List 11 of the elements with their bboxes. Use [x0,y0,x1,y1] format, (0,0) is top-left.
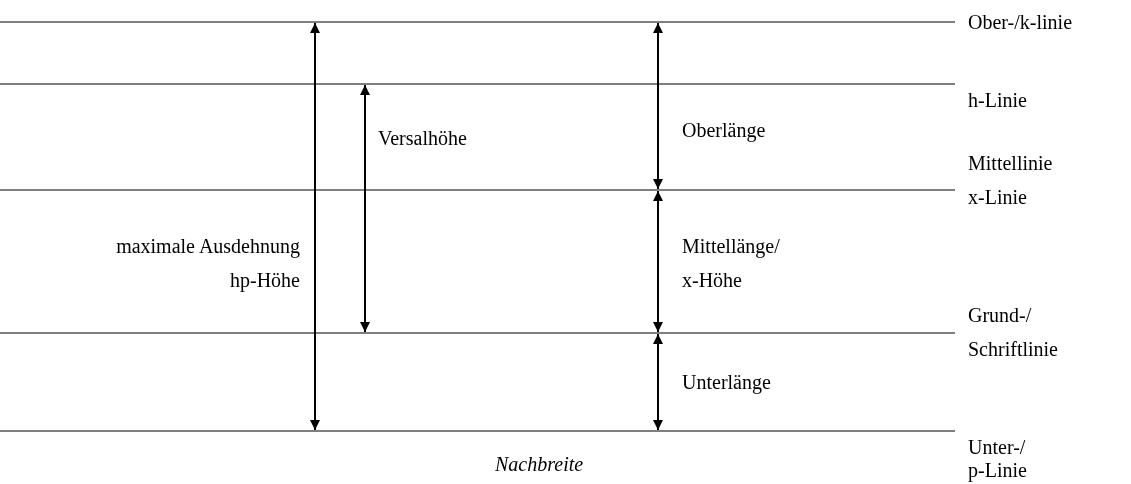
guide-line-name: Mittellinie x-Linie [968,151,1054,210]
caption: Nachbreite [495,452,584,477]
guide-line-name: Ober-/k-linie [968,10,1072,35]
guide-line-name: h-Linie [968,88,1027,113]
guide-line-name: Grund-/ Schriftlinie [968,303,1059,362]
measurement-label: Versalhöhe [378,126,467,151]
measurement-label: Unterlänge [682,370,771,396]
measurement-label: maximale Ausdehnung hp-Höhe [115,234,300,294]
measurement-label: Mittellänge/ x-Höhe [682,234,781,293]
guide-line-name: Unter-/ p-Linie [968,436,1028,482]
measurement-label: Oberlänge [682,118,766,144]
